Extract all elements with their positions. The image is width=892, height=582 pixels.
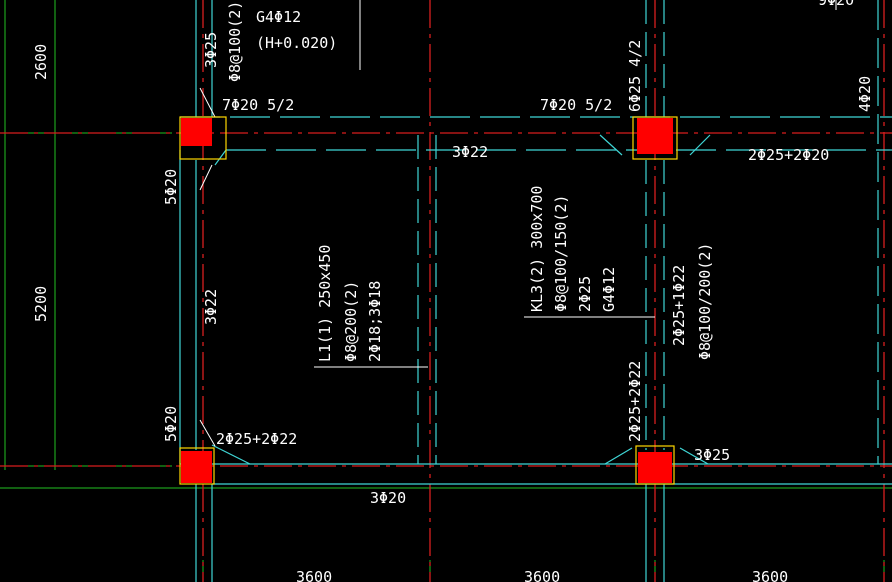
dim-3600-c: 3600 [752,568,788,582]
dim-5200: 5200 [32,286,50,322]
label-top-left-support: 7Φ20 5/2 [222,96,294,114]
kl3-beam-note: KL3(2) 300x700 Φ8@100/150(2) 2Φ25 G4Φ12 [528,186,618,312]
label-mid-col-stirrup: Φ8@100/200(2) [696,243,714,360]
svg-text:L1(1) 250x450: L1(1) 250x450 [316,245,334,362]
label-bottom-mid-col: 2Φ25+2Φ22 [626,361,644,442]
svg-text:2Φ18;3Φ18: 2Φ18;3Φ18 [366,281,384,362]
label-mid-col-lower: 2Φ25+1Φ22 [670,265,688,346]
label-left-beam-mid: 3Φ22 [202,289,220,325]
label-top-mid-col: 6Φ25 4/2 [626,40,644,112]
svg-text:Φ8@100(2): Φ8@100(2) [226,1,244,82]
column-top-left [179,116,227,160]
dim-3600-b: 3600 [524,568,560,582]
label-right-beam-support: 2Φ25+2Φ20 [748,146,829,164]
columns [179,116,678,485]
column-bottom-middle [635,445,675,485]
top-right-partial-label: 9Φ20 [818,0,854,9]
label-bottom-left-support: 2Φ25+2Φ22 [216,430,297,448]
dim-2600: 2600 [32,44,50,80]
label-bottom-beam: 3Φ20 [370,489,406,507]
svg-text:G4Φ12: G4Φ12 [256,8,301,26]
svg-text:3Φ25: 3Φ25 [202,32,220,68]
svg-text:Φ8@200(2): Φ8@200(2) [342,281,360,362]
label-top-mid-support: 7Φ20 5/2 [540,96,612,114]
svg-text:Φ8@100/150(2): Φ8@100/150(2) [552,195,570,312]
label-left-col-bottom: 5Φ20 [162,406,180,442]
rebar-labels: 7Φ20 5/2 7Φ20 5/2 6Φ25 4/2 4Φ20 3Φ22 2Φ2… [162,40,874,507]
svg-text:(H+0.020): (H+0.020) [256,34,337,52]
svg-text:KL3(2) 300x700: KL3(2) 300x700 [528,186,546,312]
beam-lines [179,0,892,582]
label-bottom-right: 3Φ25 [694,446,730,464]
svg-text:2Φ25: 2Φ25 [576,276,594,312]
leader-lines [199,0,837,447]
column-bottom-left [179,447,215,485]
svg-text:G4Φ12: G4Φ12 [600,267,618,312]
column-top-middle [632,116,678,160]
top-column-note: G4Φ12 (H+0.020) 3Φ25 Φ8@100(2) [202,1,337,82]
label-left-col-top: 5Φ20 [162,169,180,205]
dimension-text: 2600 5200 3600 3600 3600 [32,44,788,582]
label-top-beam-bottom: 3Φ22 [452,143,488,161]
dim-3600-a: 3600 [296,568,332,582]
l1-beam-note: L1(1) 250x450 Φ8@200(2) 2Φ18;3Φ18 [316,245,384,362]
label-top-right-col: 4Φ20 [856,76,874,112]
